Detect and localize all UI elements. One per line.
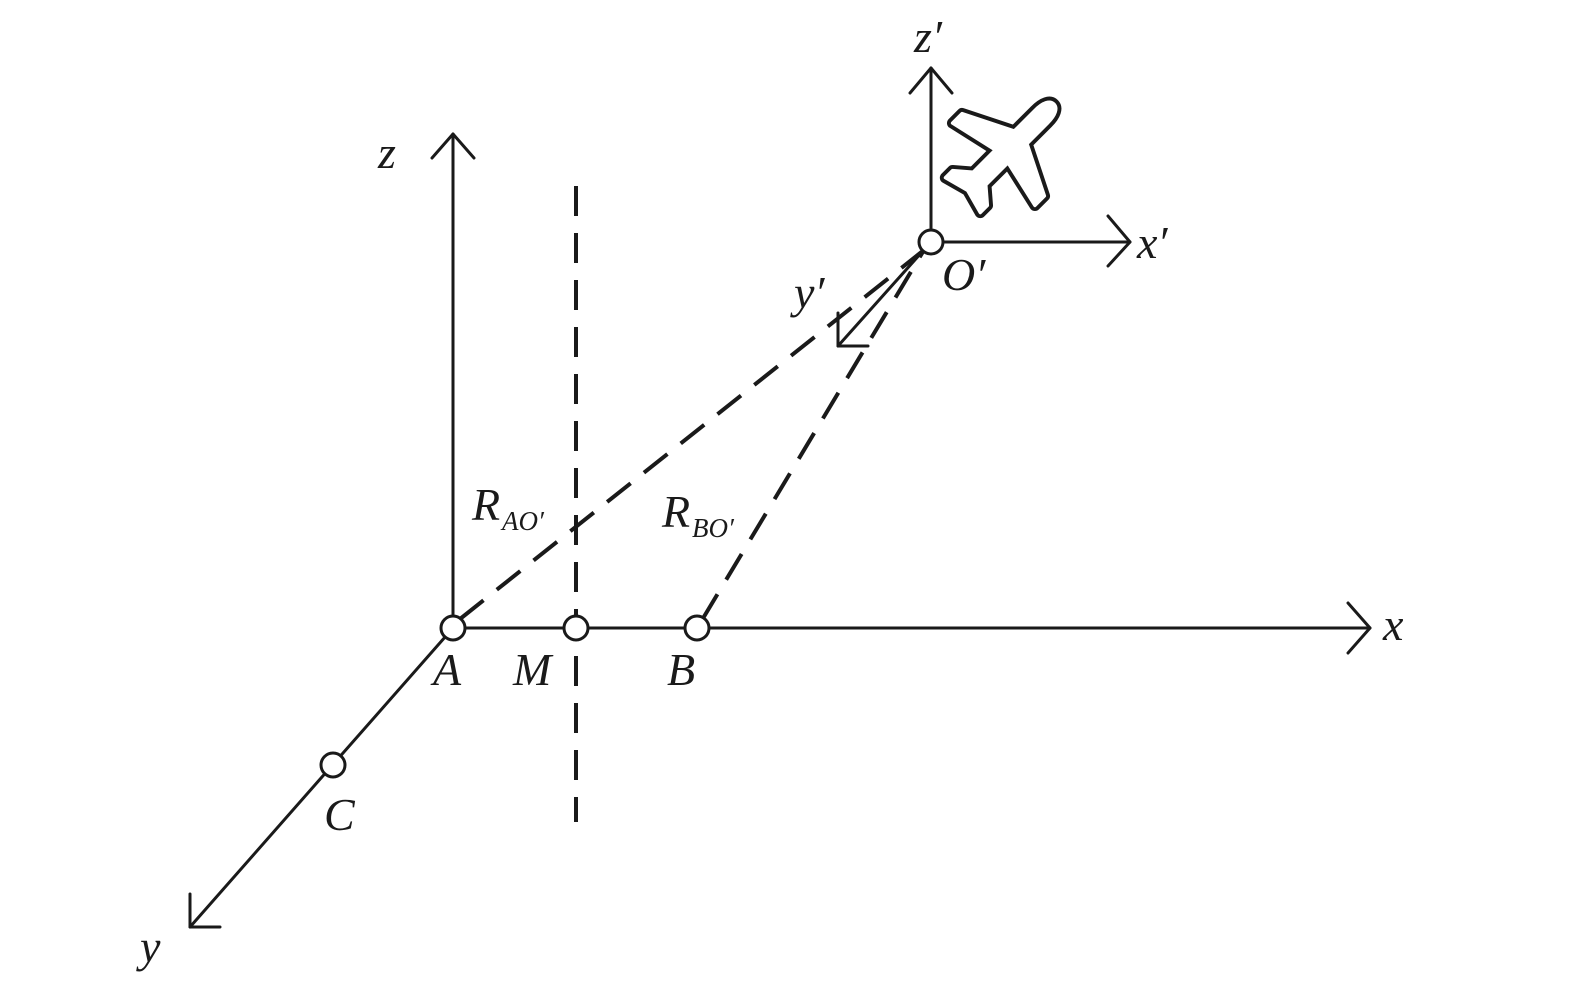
x-prime-axis (929, 214, 1132, 268)
x-prime-axis-label: x′ (1136, 217, 1168, 268)
y-prime-axis (836, 250, 924, 348)
point-c-label: C (324, 789, 356, 840)
point-b-label: B (667, 644, 695, 695)
range-label-ao-main: R (471, 479, 500, 530)
x-axis-label: x (1382, 599, 1404, 650)
point-o-prime (917, 228, 945, 256)
y-axis (188, 626, 455, 929)
point-m-label: M (512, 644, 554, 695)
x-axis (451, 601, 1372, 655)
z-prime-axis (908, 66, 954, 244)
origin-o-prime-label: O′ (942, 249, 986, 300)
airplane-icon (939, 96, 1062, 219)
z-axis-label: z (377, 127, 396, 178)
point-c (319, 751, 347, 779)
range-label-bo-main: R (661, 486, 690, 537)
range-line-bo (700, 248, 926, 622)
range-label-ao-subscript: AO′ (500, 506, 545, 536)
y-axis-label: y (136, 921, 161, 972)
point-m (562, 614, 590, 642)
range-label-bo: R BO′ (661, 486, 735, 543)
z-prime-axis-label: z′ (913, 11, 943, 62)
point-b (683, 614, 711, 642)
range-label-ao: R AO′ (471, 479, 545, 536)
y-prime-axis-label: y′ (790, 267, 825, 318)
range-label-bo-subscript: BO′ (692, 513, 735, 543)
point-a (439, 614, 467, 642)
range-line-ao (458, 248, 926, 621)
z-axis (430, 132, 476, 630)
point-a-label: A (430, 644, 462, 695)
